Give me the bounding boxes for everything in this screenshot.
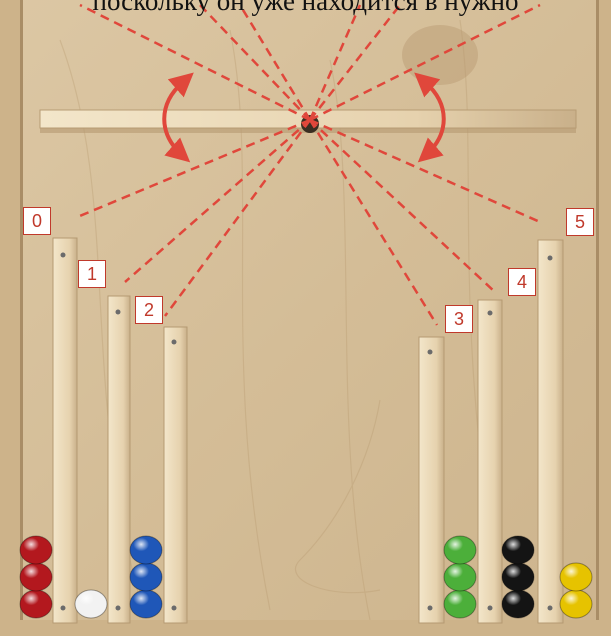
marble-shine-bin2-2	[130, 536, 162, 564]
divider-0	[53, 238, 77, 623]
marble-shine-bin3-0	[444, 590, 476, 618]
divider-4	[478, 300, 502, 623]
divider-3	[419, 337, 444, 623]
bin-label-1: 1	[78, 260, 106, 288]
marble-shine-bin4-0	[502, 590, 534, 618]
divider-2	[164, 327, 187, 623]
marble-shine-bin0-0	[20, 590, 52, 618]
bin-label-3: 3	[445, 305, 473, 333]
bin-label-2: 2	[135, 296, 163, 324]
frame-right	[598, 0, 611, 636]
wood-knot	[402, 25, 478, 85]
frame-left-edge	[20, 0, 23, 636]
frame-bottom	[0, 620, 611, 636]
marble-shine-bin0-2	[20, 536, 52, 564]
marble-shine-bin3-2	[444, 536, 476, 564]
frame-right-edge	[596, 0, 599, 636]
bin-label-5: 5	[566, 208, 594, 236]
marble-shine-bin5-0	[560, 590, 592, 618]
marble-shine-bin4-1	[502, 563, 534, 591]
marble-shine-bin2-1	[130, 563, 162, 591]
marble-shine-bin2-0	[130, 590, 162, 618]
marble-shine-bin4-2	[502, 536, 534, 564]
marble-shine-bin5-1	[560, 563, 592, 591]
bin-label-0: 0	[23, 207, 51, 235]
marble-shine-bin3-1	[444, 563, 476, 591]
marble-shine-bin1-0	[75, 590, 107, 618]
frame-left	[0, 0, 22, 636]
divider-5	[538, 240, 563, 623]
caption-text: поскольку он уже находится в нужно	[0, 0, 611, 16]
bin-label-4: 4	[508, 268, 536, 296]
divider-1	[108, 296, 130, 623]
marble-shine-bin0-1	[20, 563, 52, 591]
